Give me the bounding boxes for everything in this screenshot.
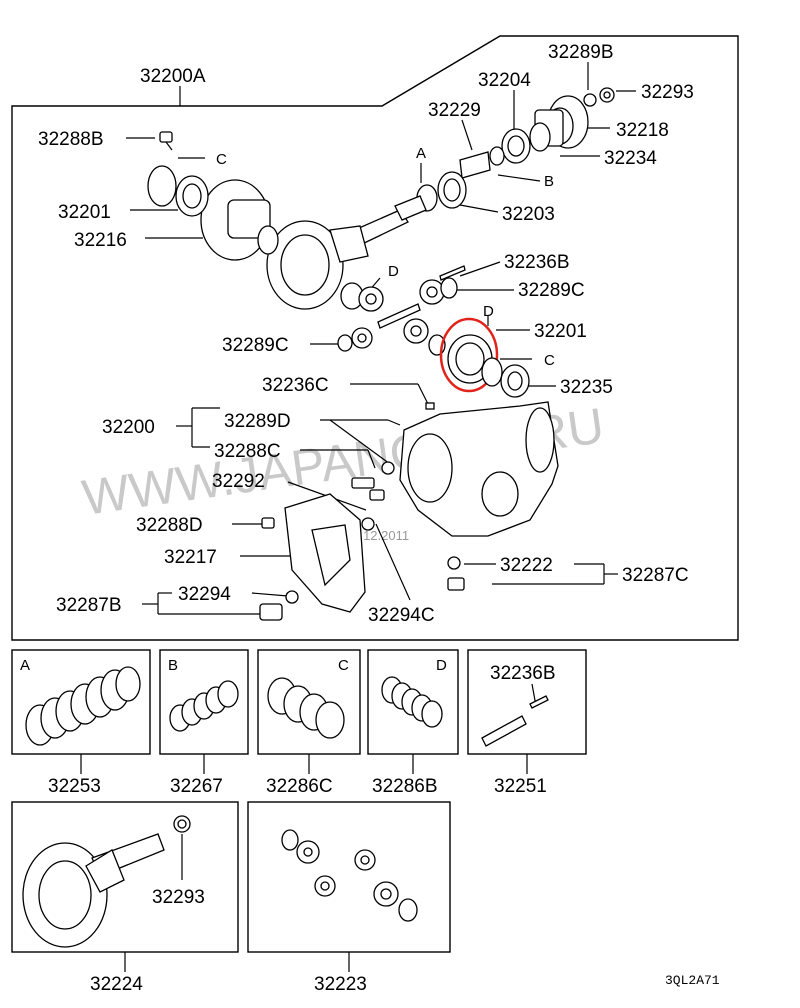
label-32288C: 32288C bbox=[214, 441, 281, 462]
kit-C-letter: C bbox=[338, 657, 349, 674]
kit-B-part: 32267 bbox=[170, 776, 223, 797]
bottom-left-inner-part: 32293 bbox=[152, 887, 205, 908]
box-diff-gears bbox=[247, 801, 451, 953]
label-32289D: 32289D bbox=[224, 411, 291, 432]
letter-D-1: D bbox=[388, 263, 399, 280]
label-32236C: 32236C bbox=[262, 375, 329, 396]
letter-D-2: D bbox=[483, 303, 494, 320]
label-32218: 32218 bbox=[616, 120, 669, 141]
kit-boxes: A 32253 B 32267 C bbox=[11, 649, 587, 797]
label-32229: 32229 bbox=[428, 100, 481, 121]
kit-B-rings bbox=[169, 680, 239, 732]
kit-D-letter: D bbox=[436, 657, 447, 674]
assembly-frame bbox=[11, 35, 739, 641]
label-32289C-left: 32289C bbox=[222, 335, 289, 356]
kit-C-rings bbox=[267, 677, 345, 739]
part-labels: 32200A 32289B 32204 32293 32229 32218 32… bbox=[38, 42, 694, 626]
label-32201-right: 32201 bbox=[534, 321, 587, 342]
label-32200A: 32200A bbox=[140, 66, 206, 87]
kit-D-part: 32286B bbox=[372, 776, 438, 797]
highlight-circle bbox=[439, 317, 499, 393]
label-32235: 32235 bbox=[560, 377, 613, 398]
label-32293-top: 32293 bbox=[641, 82, 694, 103]
letter-C-2: C bbox=[544, 352, 555, 369]
label-32294: 32294 bbox=[178, 584, 231, 605]
label-32236B-main: 32236B bbox=[504, 252, 570, 273]
kit-C-part: 32286C bbox=[266, 776, 333, 797]
label-32289C-right: 32289C bbox=[518, 280, 585, 301]
label-32217: 32217 bbox=[164, 547, 217, 568]
kit-A-letter: A bbox=[20, 657, 30, 674]
kit-E-part-top: 32236B bbox=[490, 663, 556, 684]
label-32222: 32222 bbox=[500, 555, 553, 576]
kit-D-rings bbox=[381, 676, 443, 728]
bottom-boxes: 32293 32224 32223 bbox=[11, 801, 451, 995]
label-32234: 32234 bbox=[604, 148, 657, 169]
label-32201-left: 32201 bbox=[58, 202, 111, 223]
label-32294C: 32294C bbox=[368, 605, 435, 626]
bottom-left-part: 32224 bbox=[90, 974, 143, 995]
label-32287C: 32287C bbox=[622, 565, 689, 586]
label-32200: 32200 bbox=[102, 417, 155, 438]
bottom-right-part: 32223 bbox=[314, 974, 367, 995]
letter-B-1: B bbox=[544, 173, 554, 190]
kit-E-part: 32251 bbox=[494, 776, 547, 797]
label-32203: 32203 bbox=[502, 204, 555, 225]
label-32288D: 32288D bbox=[136, 515, 203, 536]
label-32289B-top: 32289B bbox=[548, 42, 614, 63]
label-32288B: 32288B bbox=[38, 129, 104, 150]
label-32292: 32292 bbox=[212, 471, 265, 492]
kit-A-part: 32253 bbox=[48, 776, 101, 797]
letter-C-1: C bbox=[216, 151, 227, 168]
kit-A-rings bbox=[25, 666, 141, 746]
label-32287B: 32287B bbox=[56, 595, 122, 616]
label-32204: 32204 bbox=[478, 70, 531, 91]
parts-drawing bbox=[147, 87, 615, 621]
letter-A-1: A bbox=[416, 145, 426, 162]
kit-B-letter: B bbox=[168, 657, 178, 674]
label-32216: 32216 bbox=[74, 230, 127, 251]
diagram-code: 3QL2A71 bbox=[665, 973, 720, 988]
